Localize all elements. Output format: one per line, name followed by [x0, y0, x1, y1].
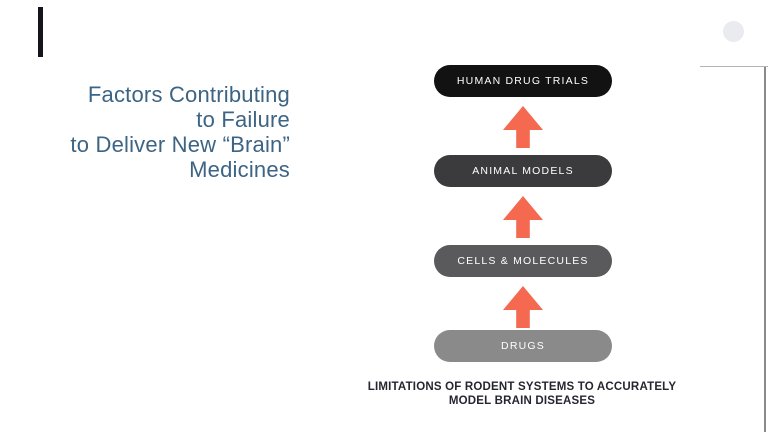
panel-corner-line	[700, 66, 768, 67]
slide-title: Factors Contributing to Failure to Deliv…	[70, 82, 290, 182]
pyramid-level-human-drug-trials: HUMAN DRUG TRIALS	[434, 65, 612, 97]
pyramid-level-label: CELLS & MOLECULES	[457, 255, 589, 267]
pyramid-level-label: ANIMAL MODELS	[472, 165, 574, 177]
right-edge-line	[764, 66, 766, 432]
pyramid-level-label: HUMAN DRUG TRIALS	[456, 75, 590, 87]
up-arrow-icon	[503, 106, 543, 148]
up-arrow-icon	[503, 286, 543, 328]
pyramid-level-animal-models: ANIMAL MODELS	[434, 155, 612, 187]
up-arrow-icon	[503, 196, 543, 238]
pyramid-level-label: DRUGS	[501, 340, 545, 352]
pyramid-level-drugs: DRUGS	[434, 330, 612, 362]
accent-bar	[38, 7, 43, 57]
decorative-circle	[723, 21, 744, 42]
caption-text: LIMITATIONS OF RODENT SYSTEMS TO ACCURAT…	[367, 381, 677, 407]
pyramid-level-cells-molecules: CELLS & MOLECULES	[434, 245, 612, 277]
